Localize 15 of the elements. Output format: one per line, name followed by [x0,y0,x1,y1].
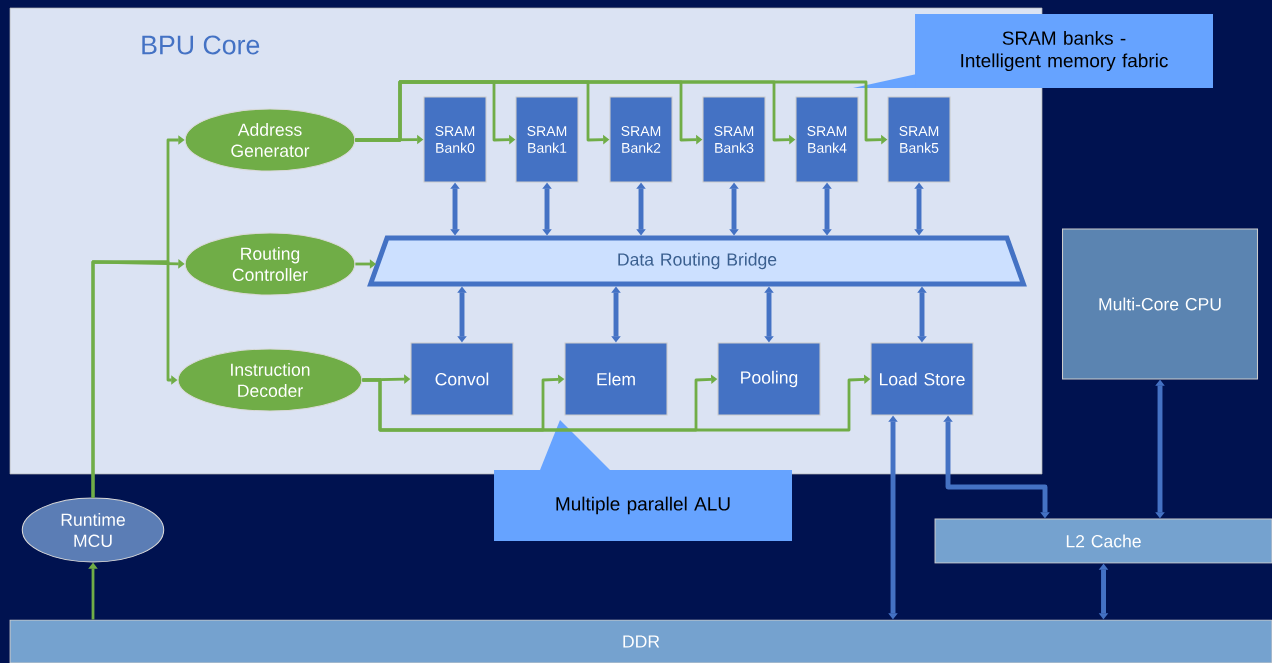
unit-box: SRAM Bank5 [887,96,951,183]
unit-box: Load Store [870,342,974,416]
unit-box: Pooling [717,342,821,416]
callout-box: SRAM banks - Intelligent memory fabric [853,14,1213,88]
unit-box: Elem [564,342,668,416]
unit-box: Convol [410,342,514,416]
unit-box: SRAM Bank4 [795,96,859,183]
unit-box: SRAM Bank2 [609,96,673,183]
unit-box: DDR [9,619,1272,663]
unit-box: SRAM Bank0 [423,96,487,183]
unit-box: SRAM Bank1 [515,96,579,183]
callout-box: Multiple parallel ALU [494,420,792,541]
unit-box: Multi-Core CPU [1062,228,1259,380]
unit-box: L2 Cache [934,518,1272,564]
unit-box: SRAM Bank3 [702,96,766,183]
